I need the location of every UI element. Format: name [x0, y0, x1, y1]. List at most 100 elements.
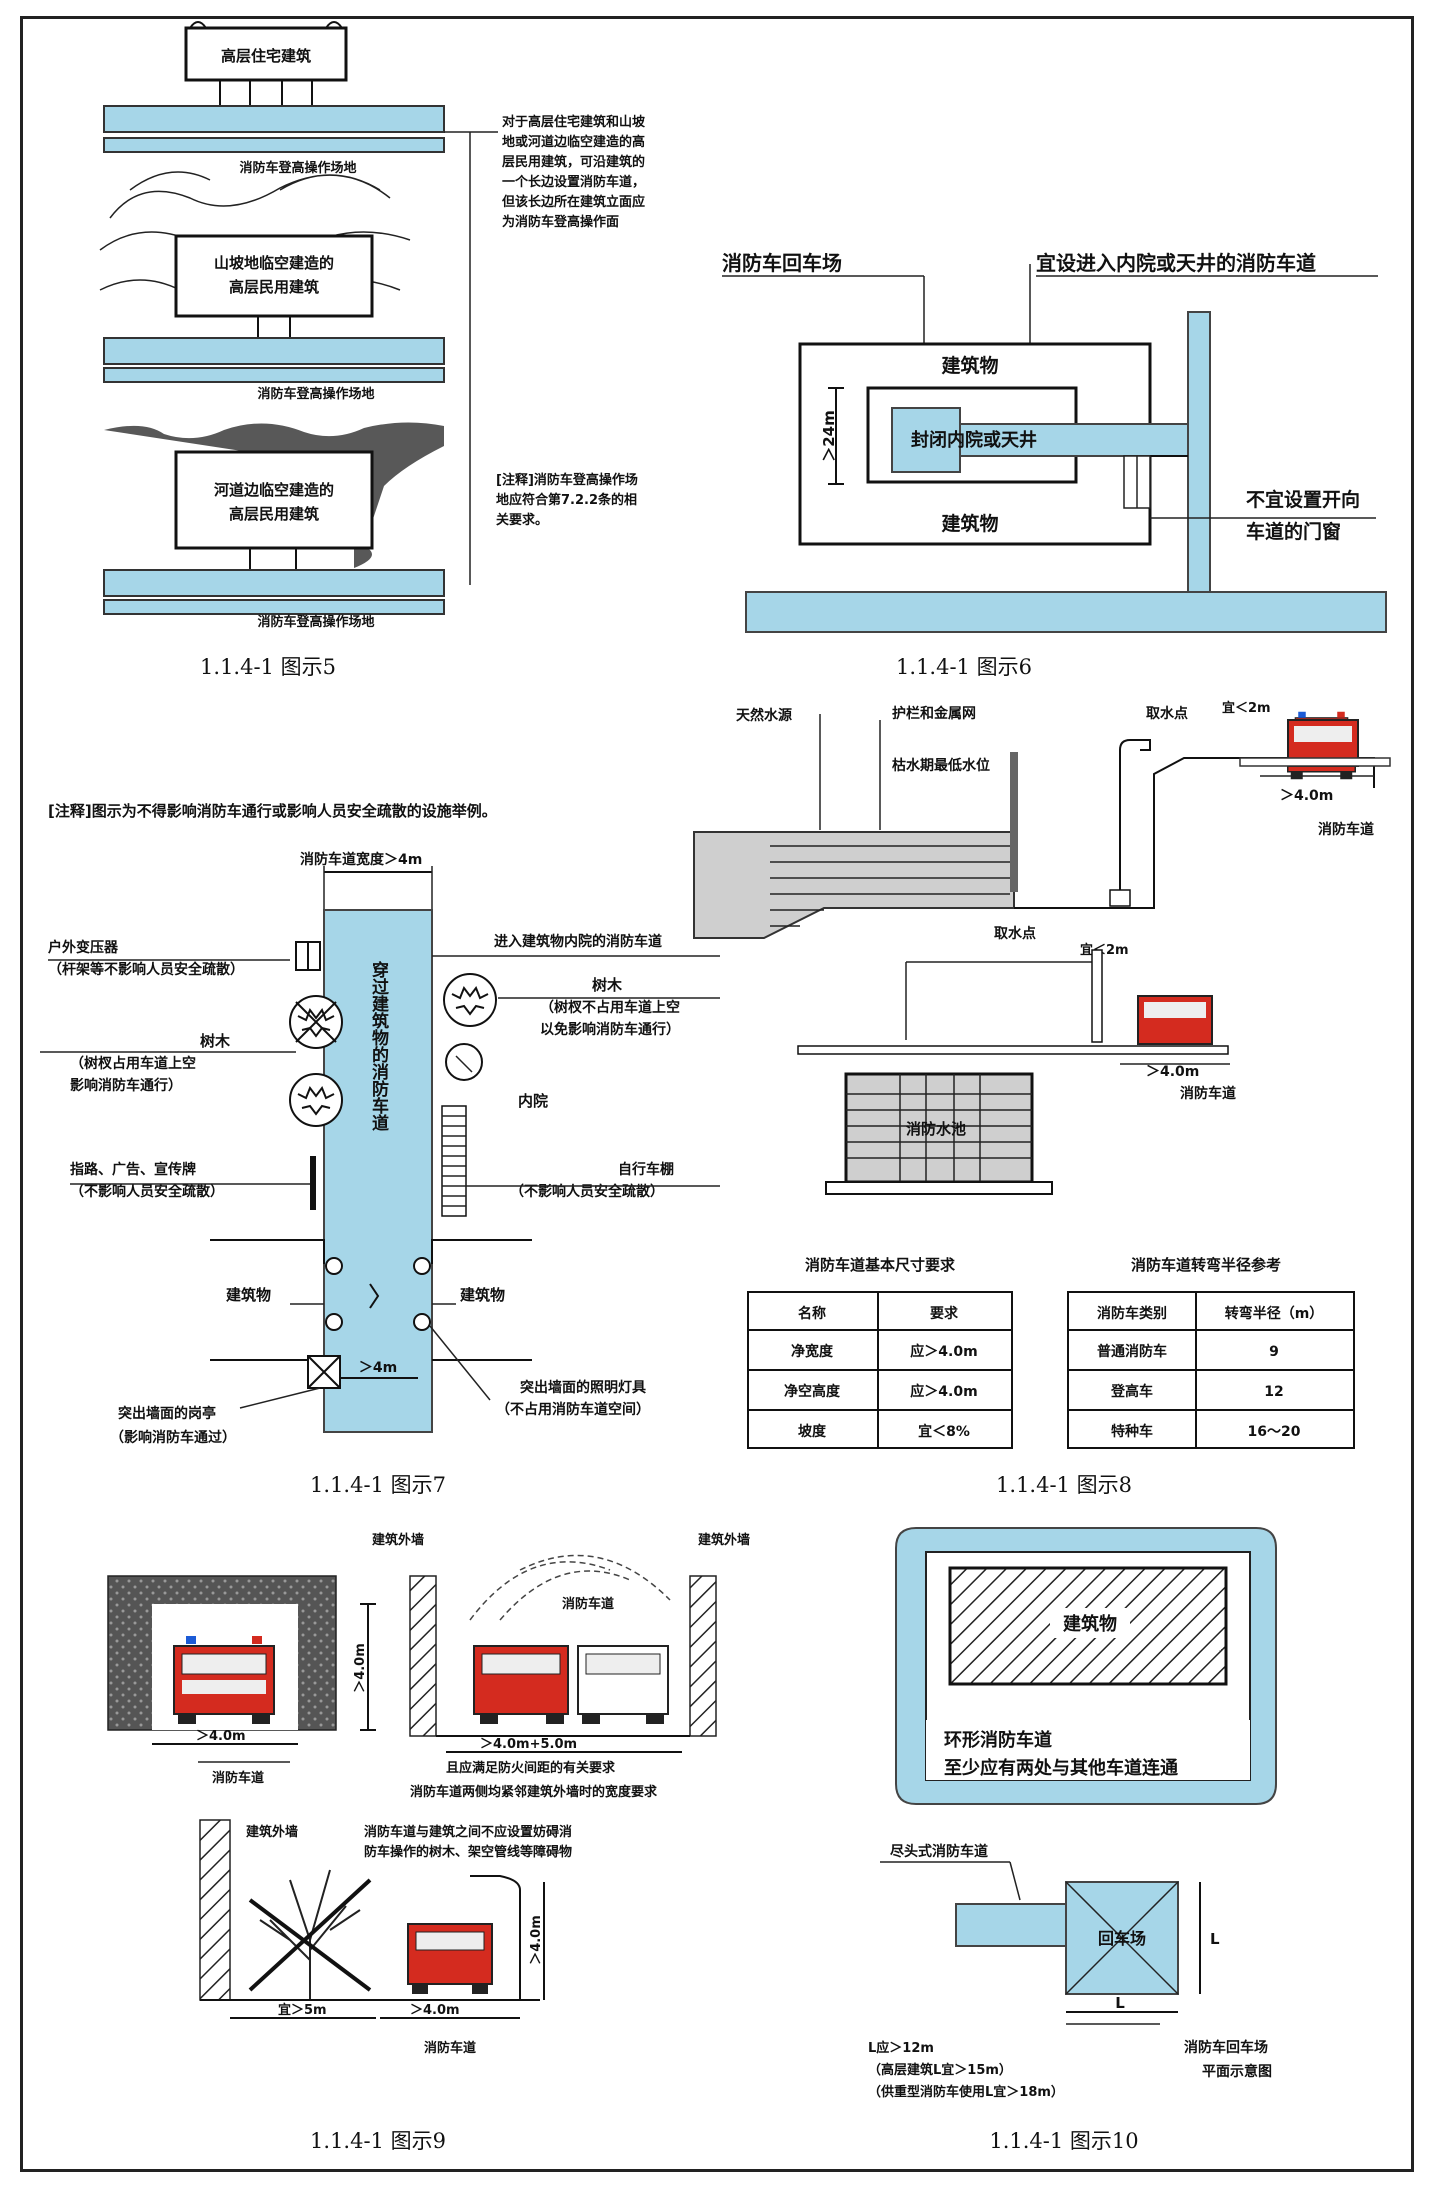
fig10-legend-2: 平面示意图 — [1202, 2063, 1272, 2080]
fig7-road — [323, 909, 433, 1433]
fig8-width2: ＞4.0m — [1146, 1064, 1199, 1080]
fig7-bldg-r: 建筑物 — [460, 1286, 505, 1304]
fig7-bldg-l: 建筑物 — [226, 1286, 271, 1304]
fig7-kiosk-1: 突出墙面的岗亭 — [118, 1405, 216, 1422]
fig8-intake2: 取水点 — [994, 925, 1036, 942]
fig8-dist: 宜＜2m — [1222, 700, 1271, 716]
svg-text:12: 12 — [1264, 1384, 1283, 1400]
svg-text:特种车: 特种车 — [1111, 1423, 1153, 1440]
fig6-building-top-label: 建筑物 — [941, 354, 998, 377]
svg-text:要求: 要求 — [930, 1305, 959, 1322]
fig6-caption: 1.1.4-1 图示6 — [896, 655, 1032, 679]
fig10-deadend: 尽头式消防车道 — [890, 1843, 988, 1860]
svg-text:转弯半径（m）: 转弯半径（m） — [1225, 1305, 1324, 1322]
fig6: 消防车回车场 宜设进入内院或天井的消防车道 建筑物 建筑物 封闭内院或天井 ＞2… — [722, 251, 1387, 679]
fig7-bike-2: （不影响人员安全疏散） — [510, 1183, 664, 1200]
fig5-bldg1-label: 高层住宅建筑 — [221, 47, 311, 65]
fig8-caption: 1.1.4-1 图示8 — [996, 1473, 1132, 1497]
fig8-guard: 护栏和金属网 — [892, 705, 976, 722]
svg-text:16～20: 16～20 — [1248, 1424, 1301, 1440]
fig10-L-vert: L — [1210, 1930, 1220, 1948]
fig5-site2-label: 消防车登高操作场地 — [257, 386, 374, 402]
svg-text:关要求。: 关要求。 — [496, 512, 548, 528]
fig7-lamp-2: （不占用消防车道空间） — [496, 1401, 650, 1418]
fig7-tree-l-2: 影响消防车通行） — [70, 1077, 182, 1094]
fig8: 天然水源 护栏和金属网 枯水期最低水位 取水点 宜＜2m ＞4.0m 消防车道 … — [693, 700, 1391, 1497]
fig5-bldg2-line1: 山坡地临空建造的 — [214, 254, 334, 272]
fig8-table2-title: 消防车道转弯半径参考 — [1131, 1256, 1281, 1274]
fig6-courtyard-label: 封闭内院或天井 — [911, 429, 1037, 451]
svg-text:登高车: 登高车 — [1110, 1383, 1153, 1400]
fig5-bldg3 — [174, 450, 374, 550]
fig9-req-1: 且应满足防火间距的有关要求 — [446, 1760, 616, 1776]
fig6-no-window-1: 不宜设置开向 — [1246, 488, 1360, 511]
svg-text:宜＜8%: 宜＜8% — [918, 1423, 970, 1440]
fig10-ring-1: 环形消防车道 — [944, 1729, 1052, 1751]
fig9-req-2: 消防车道两侧均紧邻建筑外墙时的宽度要求 — [410, 1784, 658, 1800]
svg-text:净空高度: 净空高度 — [784, 1383, 841, 1400]
fig5-site2 — [103, 337, 445, 365]
fig7-inner-road: 进入建筑物内院的消防车道 — [494, 933, 662, 950]
fig7-sign-2: （不影响人员安全疏散） — [70, 1183, 224, 1200]
fig7-tree-l: 树木 — [200, 1032, 231, 1050]
fig10-caption: 1.1.4-1 图示10 — [989, 2129, 1138, 2153]
fig6-inner-road-label: 宜设进入内院或天井的消防车道 — [1036, 251, 1316, 275]
fig9-ext-wall1: 建筑外墙 — [372, 1532, 424, 1548]
fig10-rule-1: L应＞12m — [868, 2040, 934, 2056]
svg-text:一个长边设置消防车道，: 一个长边设置消防车道， — [502, 174, 645, 190]
fig9-height: ＞4.0m — [353, 1643, 368, 1693]
fig8-table1-title: 消防车道基本尺寸要求 — [805, 1256, 956, 1274]
svg-text:但该长边所在建筑立面应: 但该长边所在建筑立面应 — [501, 194, 645, 210]
fig5-note2: [注释]消防车登高操作场 地应符合第7.2.2条的相 关要求。 — [496, 472, 638, 528]
fig8-pool: 消防水池 — [906, 1120, 966, 1138]
fig9-obst-2: 防车操作的树木、架空管线等障碍物 — [364, 1844, 572, 1860]
fig9-width1: ＞4.0m — [196, 1729, 246, 1744]
fig9-height3: ＞4.0m — [529, 1915, 544, 1965]
fig9-width2: ＞4.0m+5.0m — [480, 1737, 577, 1752]
fig7-vertical-text: 穿过建筑物的消防车道 — [368, 960, 389, 1131]
fig5-site3-label: 消防车登高操作场地 — [257, 614, 374, 630]
fig7-courtyard: 内院 — [518, 1092, 548, 1110]
fig10-ring-2: 至少应有两处与其他车道连通 — [944, 1757, 1178, 1779]
fig5-bldg2 — [174, 234, 374, 318]
fig5-site3 — [103, 569, 445, 597]
fig5-note: 对于高层住宅建筑和山坡 地或河道边临空建造的高 层民用建筑，可沿建筑的 一个长边… — [501, 114, 646, 230]
svg-text:地应符合第7.2.2条的相: 地应符合第7.2.2条的相 — [496, 492, 637, 508]
fig5-bldg1 — [184, 26, 348, 82]
fig6-building-bottom-label: 建筑物 — [941, 512, 998, 535]
fig7: [注释]图示为不得影响消防车通行或影响人员安全疏散的设施举例。 消防车道宽度＞4… — [40, 802, 720, 1497]
svg-text:9: 9 — [1269, 1344, 1279, 1360]
fig8-low-level: 枯水期最低水位 — [892, 757, 990, 774]
fig8-intake: 取水点 — [1146, 705, 1188, 722]
fig7-bike-1: 自行车棚 — [618, 1161, 674, 1178]
fig9: ＞4.0m ＞4.0m 消防车道 建筑外墙 建筑外墙 消防车道 ＞4.0m+5.… — [107, 1532, 750, 2153]
fig10-turn: 回车场 — [1098, 1929, 1146, 1948]
svg-text:对于高层住宅建筑和山坡: 对于高层住宅建筑和山坡 — [502, 114, 646, 130]
fig7-tree-r-2: 以免影响消防车通行） — [540, 1021, 680, 1038]
svg-text:坡度: 坡度 — [798, 1423, 827, 1440]
fig5-bldg3-line2: 高层民用建筑 — [229, 505, 319, 523]
fig9-ext-wall2: 建筑外墙 — [698, 1532, 750, 1548]
fig9-obst-1: 消防车道与建筑之间不应设置妨碍消 — [364, 1824, 572, 1840]
fig9-road1: 消防车道 — [212, 1770, 264, 1786]
fig8-table2: 消防车类别 转弯半径（m） 普通消防车 9 登高车 12 特种车 16～20 — [1067, 1291, 1355, 1449]
fig8-table1: 名称 要求 净宽度 应＞4.0m 净空高度 应＞4.0m 坡度 宜＜8% — [747, 1291, 1013, 1449]
fig9-road3: 消防车道 — [424, 2040, 476, 2056]
fig5-caption: 1.1.4-1 图示5 — [200, 655, 336, 679]
svg-text:[注释]消防车登高操作场: [注释]消防车登高操作场 — [496, 472, 638, 488]
fig9-caption: 1.1.4-1 图示9 — [310, 2129, 446, 2153]
svg-text:普通消防车: 普通消防车 — [1097, 1343, 1167, 1360]
fig6-road — [745, 591, 1387, 633]
fig9-width3: ＞4.0m — [410, 2003, 460, 2018]
fig7-tree-l-1: （树杈占用车道上空 — [70, 1055, 196, 1072]
fig7-note: [注释]图示为不得影响消防车通行或影响人员安全疏散的设施举例。 — [48, 802, 497, 820]
fig6-turnaround-label: 消防车回车场 — [722, 251, 842, 275]
svg-text:名称: 名称 — [798, 1305, 826, 1322]
fig10-rule-2: （高层建筑L宜＞15m） — [868, 2062, 1012, 2078]
fig8-source: 天然水源 — [736, 707, 792, 724]
fig10: 建筑物 环形消防车道 至少应有两处与其他车道连通 尽头式消防车道 回车场 L L… — [868, 1527, 1277, 2153]
fig8-width: ＞4.0m — [1280, 788, 1333, 804]
fig7-width-label: 消防车道宽度＞4m — [300, 851, 422, 868]
fig7-caption: 1.1.4-1 图示7 — [310, 1473, 446, 1497]
svg-text:净宽度: 净宽度 — [791, 1343, 834, 1360]
